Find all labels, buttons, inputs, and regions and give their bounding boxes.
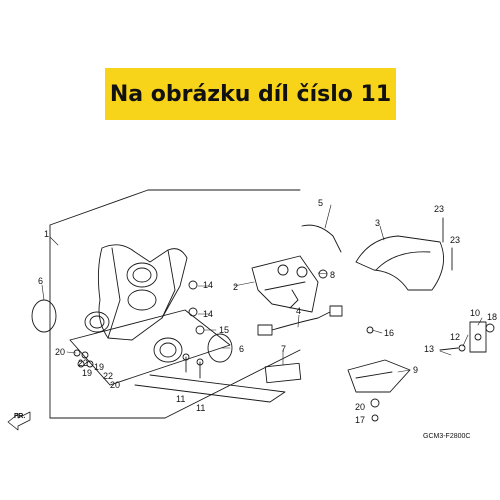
part-number-labels: 1 2 3 4 5 6 6 7 8 9 10 11 11 12 13 14 14… — [14, 198, 497, 440]
leader-lines — [41, 204, 483, 373]
license-light — [347, 359, 411, 393]
assembly-frame — [49, 189, 301, 419]
label-6-right: 6 — [239, 344, 244, 354]
label-11-b: 11 — [196, 403, 205, 413]
reflector — [264, 362, 302, 384]
nut-18 — [485, 323, 495, 333]
front-direction-arrow — [7, 411, 31, 431]
label-20-c: 20 — [355, 402, 365, 412]
screw-13 — [439, 347, 459, 351]
label-14-a: 14 — [203, 280, 213, 290]
label-6-left: 6 — [38, 276, 43, 286]
label-8: 8 — [330, 270, 335, 280]
label-19-b: 19 — [94, 362, 104, 372]
label-9: 9 — [413, 365, 418, 375]
wire-harness — [257, 305, 343, 336]
label-23-a: 23 — [434, 204, 444, 214]
label-12: 12 — [450, 332, 460, 342]
socket-bracket — [251, 255, 328, 313]
label-7: 7 — [281, 344, 286, 354]
highlight-banner: Na obrázku díl číslo 11 — [105, 68, 396, 120]
label-20-b: 20 — [110, 380, 120, 390]
bolt-23 — [442, 217, 453, 271]
label-22-b: 22 — [103, 371, 113, 381]
fasteners — [73, 280, 380, 422]
label-18: 18 — [487, 312, 497, 322]
label-15: 15 — [219, 325, 229, 335]
label-17: 17 — [355, 415, 365, 425]
label-1: 1 — [44, 229, 49, 239]
turn-signal-lens-left — [31, 299, 110, 333]
figure-code: GCM3-F2800C — [423, 433, 470, 440]
label-19-a: 19 — [82, 368, 92, 378]
label-11-a: 11 — [176, 394, 185, 404]
grab-rail — [355, 235, 445, 291]
label-4: 4 — [296, 306, 301, 316]
front-direction-label: FR. — [14, 413, 25, 420]
label-13: 13 — [424, 344, 434, 354]
label-3: 3 — [375, 218, 380, 228]
label-16: 16 — [384, 328, 394, 338]
label-5: 5 — [318, 198, 323, 208]
label-20-a: 20 — [55, 347, 65, 357]
label-2: 2 — [233, 282, 238, 292]
label-22-a: 22 — [78, 358, 88, 368]
label-10: 10 — [470, 308, 480, 318]
label-14-b: 14 — [203, 309, 213, 319]
tail-light-housing — [69, 244, 286, 403]
wire — [301, 224, 342, 253]
label-23-b: 23 — [450, 235, 460, 245]
turn-signal-lens-right — [153, 333, 233, 363]
washer-12 — [458, 344, 466, 352]
banner-text: Na obrázku díl číslo 11 — [109, 81, 392, 107]
bracket-10 — [469, 321, 487, 353]
